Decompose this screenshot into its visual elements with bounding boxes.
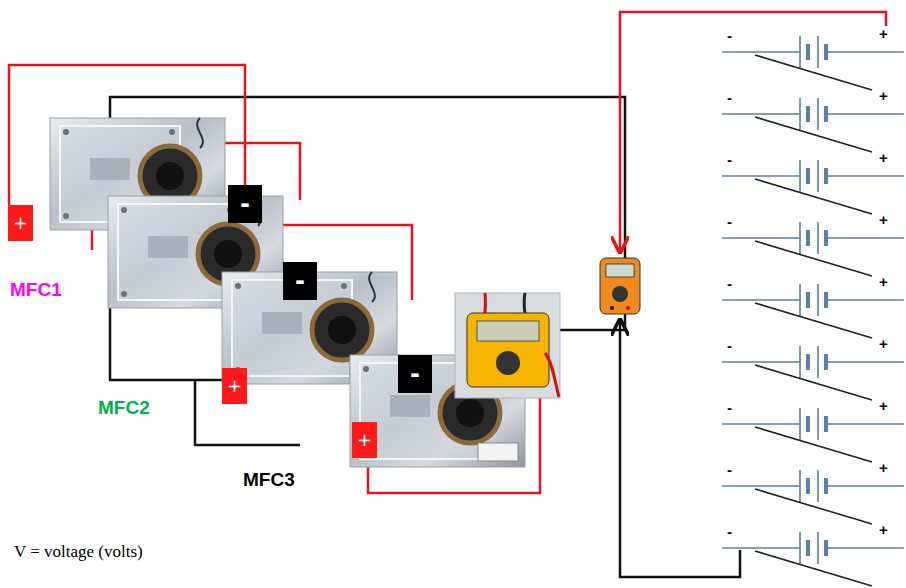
cell-stack bbox=[722, 346, 904, 400]
negative-terminal: - bbox=[283, 262, 317, 300]
minus-sign: - bbox=[727, 152, 732, 169]
terminal-sign: - bbox=[295, 269, 305, 293]
multimeter-photo bbox=[496, 351, 520, 375]
terminal-sign: + bbox=[13, 214, 28, 232]
terminal-sign: - bbox=[410, 362, 420, 386]
plus-sign: + bbox=[879, 274, 888, 291]
cell-stack bbox=[722, 408, 904, 462]
minus-sign: - bbox=[727, 214, 732, 231]
plus-sign: + bbox=[879, 522, 888, 539]
cell-stack bbox=[722, 36, 904, 90]
minus-sign: - bbox=[727, 462, 732, 479]
multimeter-photo bbox=[467, 313, 549, 387]
minus-sign: - bbox=[727, 90, 732, 107]
negative-terminal: - bbox=[398, 355, 432, 393]
plus-sign: + bbox=[879, 212, 888, 229]
minus-sign: - bbox=[727, 524, 732, 541]
cell-name: MFC1 bbox=[10, 280, 62, 301]
negative-terminal: - bbox=[228, 185, 262, 223]
cell-stack bbox=[722, 98, 904, 152]
plus-sign: + bbox=[879, 26, 888, 43]
terminal-sign: - bbox=[240, 192, 250, 216]
cell-name: MFC3 bbox=[243, 470, 295, 491]
cell-stack bbox=[722, 36, 904, 586]
meter-icon bbox=[600, 258, 640, 314]
connection-wires bbox=[110, 300, 222, 380]
wire-connector bbox=[9, 65, 245, 205]
plus-sign: + bbox=[879, 88, 888, 105]
mfc-photo bbox=[50, 118, 525, 467]
positive-terminal: + bbox=[352, 422, 377, 458]
meter-leads bbox=[620, 320, 740, 577]
meter-icon bbox=[600, 258, 640, 314]
meter-icon bbox=[626, 306, 630, 310]
multimeter-photo bbox=[455, 293, 560, 398]
positive-terminal: + bbox=[222, 368, 247, 404]
meter-icon bbox=[610, 306, 614, 310]
cell-stack bbox=[722, 160, 904, 214]
meter-icon bbox=[612, 286, 628, 302]
cell-stack bbox=[722, 284, 904, 338]
meter-leads bbox=[620, 12, 886, 252]
cell-stack bbox=[722, 532, 904, 586]
positive-terminal: + bbox=[8, 205, 33, 241]
minus-sign: - bbox=[727, 338, 732, 355]
multimeter-photo bbox=[545, 353, 559, 397]
multimeter-photo bbox=[455, 293, 560, 398]
cell-stack bbox=[722, 222, 904, 276]
minus-sign: - bbox=[727, 28, 732, 45]
minus-sign: - bbox=[727, 276, 732, 293]
minus-sign: - bbox=[727, 400, 732, 417]
plus-sign: + bbox=[879, 398, 888, 415]
legend-note: V = voltage (volts) bbox=[14, 543, 143, 562]
connection-wires bbox=[195, 380, 300, 445]
terminal-sign: + bbox=[357, 431, 372, 449]
plus-sign: + bbox=[879, 150, 888, 167]
terminal-sign: + bbox=[227, 377, 242, 395]
plus-sign: + bbox=[879, 336, 888, 353]
multimeter-photo bbox=[477, 321, 539, 341]
cell-name: MFC2 bbox=[98, 398, 150, 419]
meter-icon bbox=[606, 264, 634, 277]
meter-leads bbox=[620, 12, 886, 577]
cell-stack bbox=[722, 470, 904, 524]
plus-sign: + bbox=[879, 460, 888, 477]
